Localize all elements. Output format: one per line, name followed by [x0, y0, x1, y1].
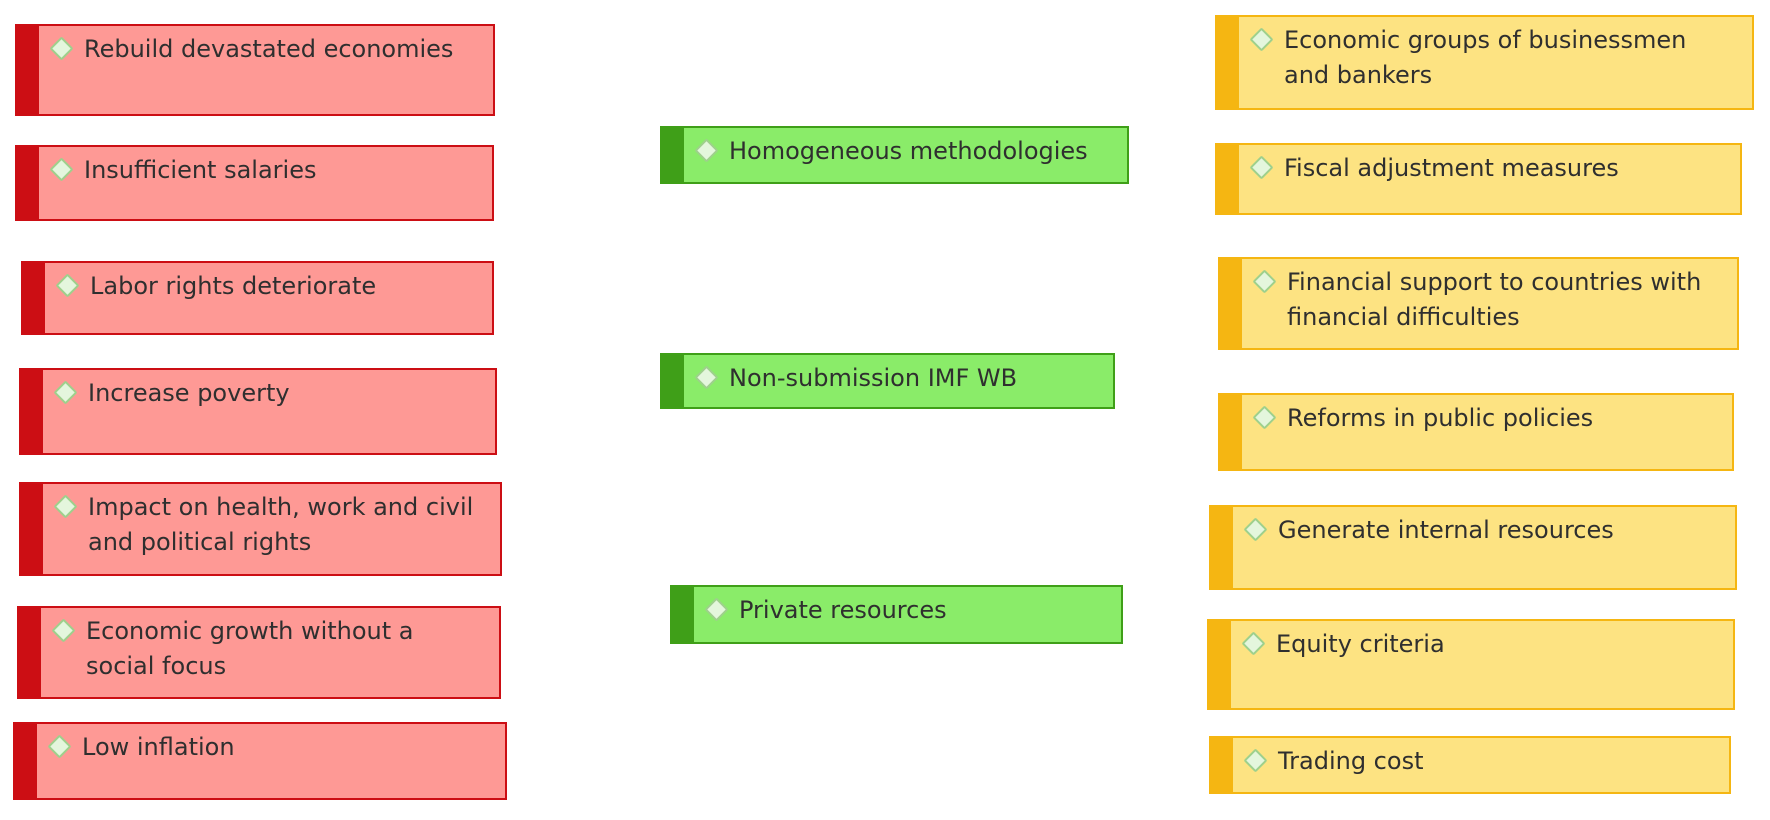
node-equity-criteria[interactable]: Equity criteria: [1207, 619, 1735, 710]
node-trading-cost[interactable]: Trading cost: [1209, 736, 1731, 794]
node-increase-poverty[interactable]: Increase poverty: [19, 368, 497, 455]
diamond-icon: [47, 734, 72, 759]
node-label: Equity criteria: [1276, 630, 1445, 658]
diamond-icon: [49, 157, 74, 182]
diamond-icon: [1241, 631, 1266, 656]
diamond-icon: [694, 138, 719, 163]
node-label: Economic growth without a social focus: [86, 617, 414, 680]
node-label: Trading cost: [1278, 747, 1424, 775]
node-label: Low inflation: [82, 733, 235, 761]
node-label: Private resources: [739, 596, 947, 624]
diamond-icon: [1249, 155, 1274, 180]
node-label: Financial support to countries with fina…: [1287, 268, 1702, 331]
diamond-icon: [51, 618, 76, 643]
node-economic-growth-without-social-focus[interactable]: Economic growth without a social focus: [17, 606, 501, 699]
node-insufficient-salaries[interactable]: Insufficient salaries: [15, 145, 494, 221]
node-low-inflation[interactable]: Low inflation: [13, 722, 507, 800]
node-private-resources[interactable]: Private resources: [670, 585, 1123, 644]
node-label: Generate internal resources: [1278, 516, 1614, 544]
node-label: Impact on health, work and civil and pol…: [88, 493, 474, 556]
node-label: Rebuild devastated economies: [84, 35, 454, 63]
node-label: Reforms in public policies: [1287, 404, 1594, 432]
node-label: Homogeneous methodologies: [729, 137, 1088, 165]
node-labor-rights-deteriorate[interactable]: Labor rights deteriorate: [21, 261, 494, 335]
diamond-icon: [1252, 405, 1277, 430]
diamond-icon: [694, 365, 719, 390]
diamond-icon: [1243, 517, 1268, 542]
node-rebuild-devastated-economies[interactable]: Rebuild devastated economies: [15, 24, 495, 116]
node-label: Insufficient salaries: [84, 156, 317, 184]
node-fiscal-adjustment-measures[interactable]: Fiscal adjustment measures: [1215, 143, 1742, 215]
node-economic-groups[interactable]: Economic groups of businessmen and banke…: [1215, 15, 1754, 110]
diamond-icon: [704, 597, 729, 622]
diamond-icon: [1243, 748, 1268, 773]
node-label: Economic groups of businessmen and banke…: [1284, 26, 1687, 89]
node-homogeneous-methodologies[interactable]: Homogeneous methodologies: [660, 126, 1129, 184]
node-label: Fiscal adjustment measures: [1284, 154, 1619, 182]
node-non-submission-imf-wb[interactable]: Non-submission IMF WB: [660, 353, 1115, 409]
node-label: Non-submission IMF WB: [729, 364, 1018, 392]
diamond-icon: [55, 273, 80, 298]
diamond-icon: [49, 36, 74, 61]
diamond-icon: [53, 380, 78, 405]
node-financial-support[interactable]: Financial support to countries with fina…: [1218, 257, 1739, 350]
node-impact-on-rights[interactable]: Impact on health, work and civil and pol…: [19, 482, 502, 576]
node-generate-internal-resources[interactable]: Generate internal resources: [1209, 505, 1737, 590]
node-label: Increase poverty: [88, 379, 290, 407]
diamond-icon: [1252, 269, 1277, 294]
diamond-icon: [53, 494, 78, 519]
node-label: Labor rights deteriorate: [90, 272, 377, 300]
node-reforms-in-public-policies[interactable]: Reforms in public policies: [1218, 393, 1734, 471]
diamond-icon: [1249, 27, 1274, 52]
